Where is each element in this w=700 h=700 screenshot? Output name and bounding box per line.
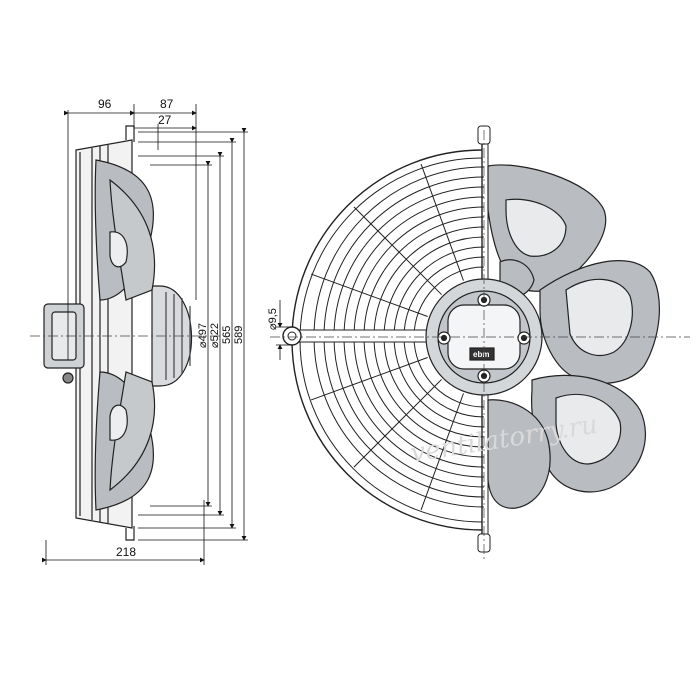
guard-spokes: [310, 163, 464, 511]
guard-spoke: [420, 393, 464, 511]
dim-87: 87: [160, 97, 174, 111]
guard-spoke: [353, 379, 442, 468]
side-blade-mid-up: [109, 178, 156, 301]
side-blade-mid-low: [109, 371, 156, 492]
blade-lower-left: [487, 399, 551, 509]
dim-dia-522: ⌀522: [209, 323, 221, 348]
dim-565: 565: [221, 326, 233, 344]
front-blades: [487, 164, 660, 509]
guard-spoke: [310, 357, 428, 401]
dim-dia-9-5: ⌀9,5: [267, 308, 279, 330]
center-lines: [270, 130, 690, 560]
side-view: [30, 125, 230, 541]
guard-spoke: [420, 163, 464, 281]
dim-218: 218: [116, 545, 136, 559]
motor-label-plate: [469, 347, 495, 361]
dim-27: 27: [158, 113, 172, 127]
guard-spoke: [310, 273, 428, 317]
dim-dia-497: ⌀497: [197, 323, 209, 348]
hole-dimension: [276, 300, 292, 360]
motor-label: ebm: [473, 350, 489, 359]
side-dimensions: [42, 104, 248, 565]
guard-spoke: [353, 206, 442, 295]
dim-589: 589: [233, 326, 245, 344]
dim-96: 96: [98, 97, 112, 111]
mount-hole-left: [282, 326, 302, 346]
